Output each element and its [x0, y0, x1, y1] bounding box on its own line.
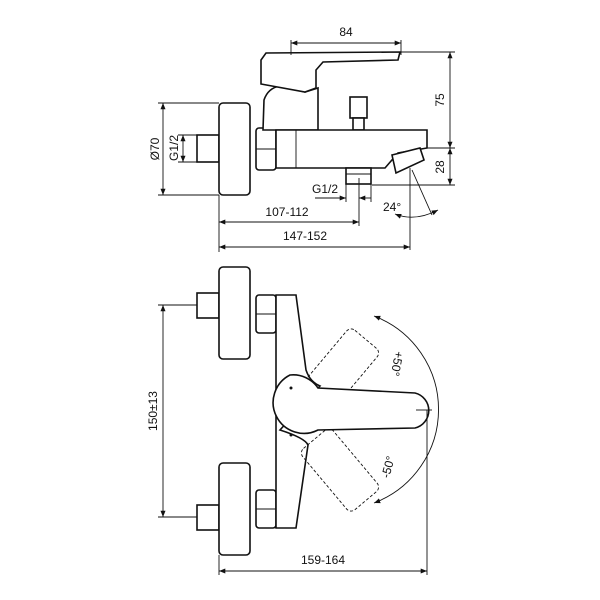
dim-inlet-spacing: 150±13: [146, 391, 160, 431]
dim-159-164: 159-164: [301, 553, 345, 567]
inlet-stub: [196, 134, 220, 163]
hose-outlet: [345, 167, 372, 185]
dim-diameter-70: Ø70: [148, 137, 162, 160]
upper-inlet-stub: [196, 292, 220, 319]
lever-top: [272, 374, 430, 435]
dim-147-152: 147-152: [283, 229, 327, 243]
dim-75: 75: [433, 93, 447, 107]
lower-flange: [218, 462, 251, 556]
side-view: 84 75 28 Ø70 G1/2 G1/2 24° 107-112 147-1…: [148, 25, 455, 252]
mixer-neck: [262, 85, 319, 131]
dim-lever-plus: +50°: [388, 350, 406, 377]
diverter-knob: [349, 96, 368, 119]
lever-position-plus: [300, 328, 380, 412]
lower-inlet-stub: [196, 504, 220, 531]
dim-outlet-thread: G1/2: [312, 182, 338, 196]
spout-outlet: [391, 147, 425, 175]
dim-84: 84: [339, 25, 353, 39]
dim-lever-minus: -50°: [379, 454, 398, 479]
dim-107-112: 107-112: [265, 205, 308, 219]
upper-flange: [218, 266, 251, 360]
dim-28: 28: [433, 160, 447, 174]
dim-inlet-thread: G1/2: [167, 135, 181, 161]
dim-spout-angle: 24°: [383, 200, 401, 214]
wall-flange: [218, 102, 251, 196]
lever-handle: [260, 51, 402, 93]
lever-position-minus: [300, 428, 380, 512]
top-view: +50° -50° 150±13 159-164: [146, 266, 439, 575]
